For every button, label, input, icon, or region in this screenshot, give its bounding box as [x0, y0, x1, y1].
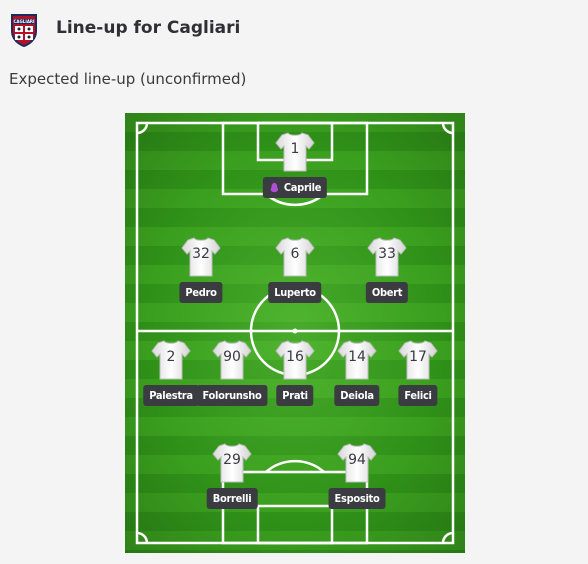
player-name-badge[interactable]: Caprile — [262, 177, 328, 198]
goalkeeper-glove-icon — [270, 182, 279, 193]
shirt-number: 29 — [223, 452, 241, 468]
player-name: Palestra — [149, 389, 193, 402]
player-name: Obert — [371, 286, 403, 299]
shirt-icon: 32 — [181, 236, 221, 278]
player-name-badge[interactable]: Borrelli — [206, 488, 258, 509]
player-name: Esposito — [334, 492, 380, 505]
cagliari-crest-icon: CAGLIARI — [11, 14, 37, 47]
shirt-icon: 33 — [367, 236, 407, 278]
shirt-number: 32 — [192, 246, 210, 262]
shirt-number: 90 — [223, 349, 241, 365]
shirt-icon: 17 — [398, 339, 438, 381]
shirt-icon: 2 — [151, 339, 191, 381]
player-name-badge[interactable]: Deiola — [334, 385, 380, 406]
player-name: Borrelli — [212, 492, 252, 505]
shirt-number: 16 — [286, 349, 304, 365]
player-name-badge[interactable]: Felici — [398, 385, 438, 406]
shirt-number: 1 — [290, 141, 300, 157]
lineup-status-text: Expected line-up (unconfirmed) — [9, 70, 247, 88]
player-name: Pedro — [185, 286, 217, 299]
shirt-icon: 94 — [337, 442, 377, 484]
shirt-number: 2 — [166, 349, 176, 365]
player-name-badge[interactable]: Obert — [365, 282, 409, 303]
shirt-icon: 14 — [337, 339, 377, 381]
shirt-icon: 29 — [212, 442, 252, 484]
shirt-icon: 6 — [275, 236, 315, 278]
player-name-badge[interactable]: Esposito — [328, 488, 386, 509]
shirt-number: 33 — [378, 246, 396, 262]
player-name-badge[interactable]: Palestra — [143, 385, 199, 406]
shirt-icon: 16 — [275, 339, 315, 381]
player-name: Luperto — [274, 286, 316, 299]
shirt-icon: 1 — [275, 131, 315, 173]
shirt-number: 14 — [348, 349, 366, 365]
player-name-badge[interactable]: Prati — [276, 385, 314, 406]
player-name: Deiola — [340, 389, 374, 402]
player-name: Prati — [282, 389, 308, 402]
svg-text:CAGLIARI: CAGLIARI — [13, 19, 35, 24]
shirt-number: 94 — [348, 452, 366, 468]
player-name: Folorunsho — [202, 389, 262, 402]
page-title: Line-up for Cagliari — [56, 18, 241, 38]
shirt-number: 6 — [290, 246, 300, 262]
player-name: Caprile — [283, 181, 322, 194]
lineup-header: CAGLIARI Line-up for Cagliari — [0, 0, 588, 58]
player-name: Felici — [404, 389, 432, 402]
player-name-badge[interactable]: Folorunsho — [196, 385, 268, 406]
player-name-badge[interactable]: Pedro — [179, 282, 223, 303]
player-name-badge[interactable]: Luperto — [268, 282, 322, 303]
shirt-icon: 90 — [212, 339, 252, 381]
shirt-number: 17 — [409, 349, 427, 365]
